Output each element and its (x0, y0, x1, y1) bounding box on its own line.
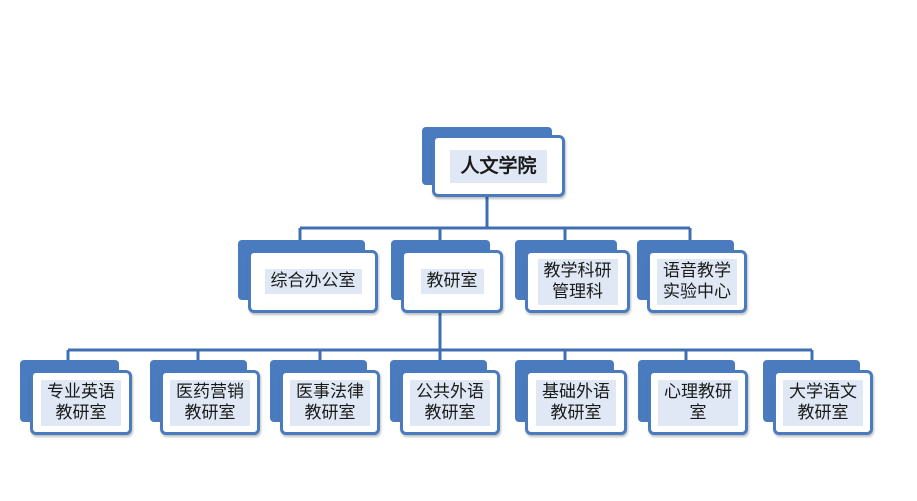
node-english-label: 专业英语 教研室 (41, 379, 121, 426)
node-teaching: 教研室 (391, 240, 505, 315)
node-office-label: 综合办公室 (264, 269, 362, 294)
node-chinese: 大学语文 教研室 (763, 360, 875, 437)
node-public-foreign-label: 公共外语 教研室 (410, 379, 490, 426)
node-research: 教学科研 管理科 (515, 240, 632, 315)
node-teaching-label: 教研室 (420, 269, 484, 294)
node-basic-foreign: 基础外语 教研室 (515, 360, 629, 437)
node-law-label: 医事法律 教研室 (290, 379, 370, 426)
node-office: 综合办公室 (238, 240, 380, 315)
node-psychology-label: 心理教研 室 (658, 379, 738, 426)
node-public-foreign: 公共外语 教研室 (390, 360, 502, 437)
node-chinese-label: 大学语文 教研室 (783, 379, 863, 426)
node-research-label: 教学科研 管理科 (537, 258, 618, 305)
node-marketing: 医药营销 教研室 (150, 360, 262, 437)
node-root-label: 人文学院 (450, 149, 547, 183)
node-law: 医事法律 教研室 (270, 360, 382, 437)
node-lab-label: 语音教学 实验中心 (657, 258, 737, 305)
node-basic-foreign-label: 基础外语 教研室 (536, 379, 616, 426)
node-root: 人文学院 (422, 127, 567, 199)
node-psychology: 心理教研 室 (638, 360, 750, 437)
node-marketing-label: 医药营销 教研室 (170, 379, 250, 426)
node-lab: 语音教学 实验中心 (637, 240, 749, 315)
node-english: 专业英语 教研室 (20, 360, 134, 437)
